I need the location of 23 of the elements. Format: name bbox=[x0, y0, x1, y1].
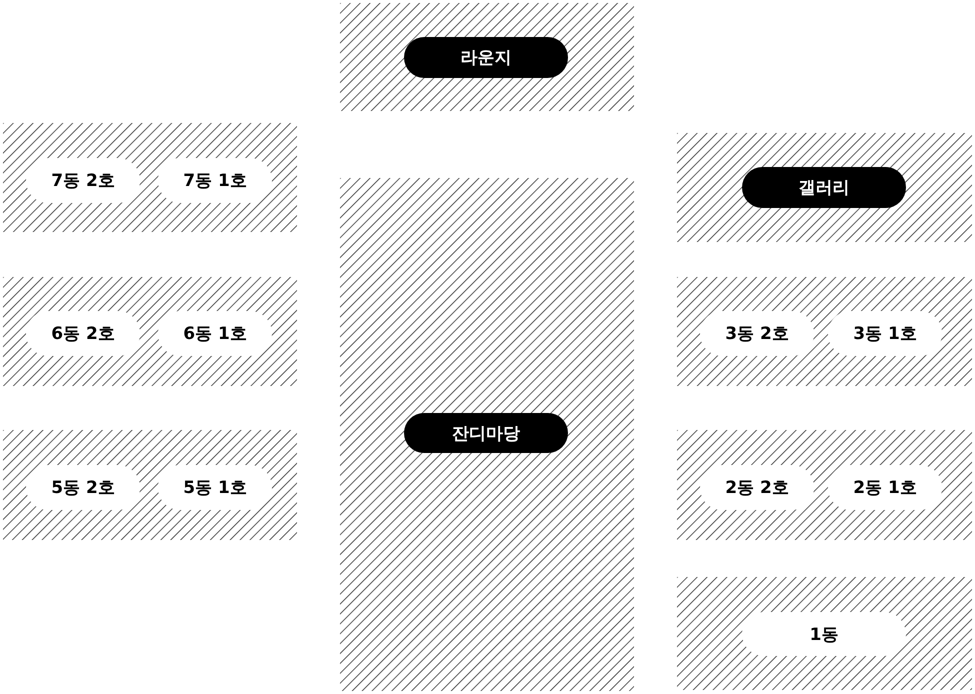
place-label: 갤러리 bbox=[742, 167, 906, 208]
hatched-area bbox=[340, 178, 634, 691]
hatched-area bbox=[677, 577, 972, 690]
place-label: 5동 2호 bbox=[26, 465, 140, 510]
hatched-area bbox=[340, 3, 634, 111]
place-label: 3동 1호 bbox=[828, 311, 942, 356]
place-label: 2동 2호 bbox=[700, 465, 814, 510]
hatched-area bbox=[677, 430, 972, 540]
hatched-area bbox=[3, 430, 297, 540]
place-label: 7동 1호 bbox=[158, 158, 272, 203]
hatched-area bbox=[3, 277, 297, 386]
place-label: 5동 1호 bbox=[158, 465, 272, 510]
place-label: 6동 1호 bbox=[158, 311, 272, 356]
place-label: 잔디마당 bbox=[404, 413, 568, 453]
hatched-area bbox=[3, 123, 297, 232]
hatched-area bbox=[677, 277, 972, 386]
place-label: 라운지 bbox=[404, 37, 568, 78]
place-label: 2동 1호 bbox=[828, 465, 942, 510]
hatched-area bbox=[677, 133, 972, 242]
place-label: 7동 2호 bbox=[26, 158, 140, 203]
place-label: 1동 bbox=[742, 612, 906, 656]
place-label: 6동 2호 bbox=[26, 311, 140, 356]
place-label: 3동 2호 bbox=[700, 311, 814, 356]
